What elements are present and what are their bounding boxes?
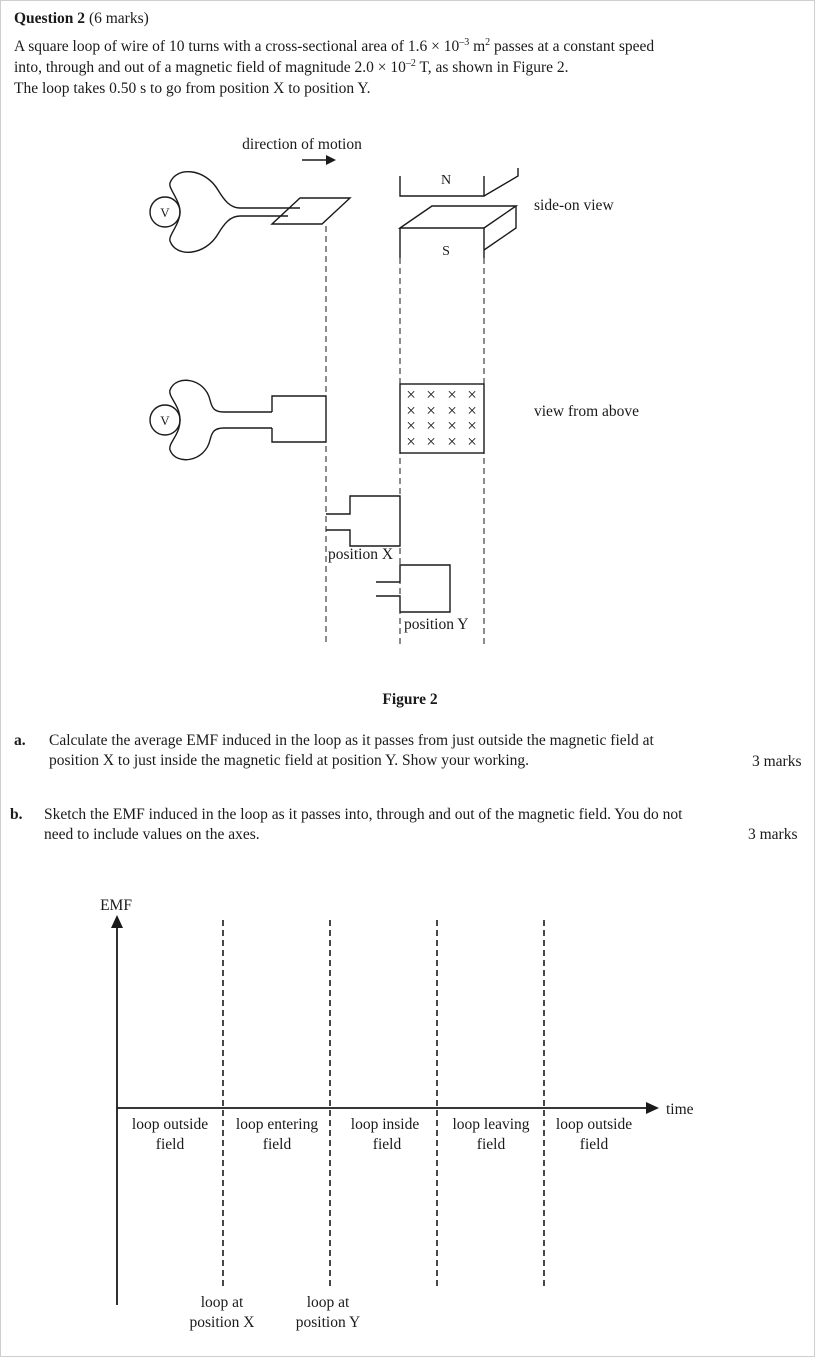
- magnet-south-side: [483, 206, 517, 251]
- magnet-north-depth: [483, 168, 519, 197]
- marker-x-line-1: loop at: [201, 1294, 244, 1311]
- region-2-line-2: field: [263, 1136, 292, 1153]
- intro-text-1: A square loop of wire of 10 turns with a…: [14, 38, 460, 56]
- question-marks: (6 marks): [88, 10, 149, 27]
- figure-2-diagram: ×××××××××××××××× direction of motion N S…: [149, 136, 639, 708]
- time-axis-label: time: [666, 1101, 694, 1118]
- field-cross-2-0: ×: [406, 416, 416, 435]
- south-label: S: [442, 244, 450, 259]
- field-cross-1-3: ×: [467, 401, 477, 420]
- field-cross-3-2: ×: [447, 432, 457, 451]
- field-cross-1-0: ×: [406, 401, 416, 420]
- north-label: N: [441, 173, 451, 188]
- intro-text-2: into, through and out of a magnetic fiel…: [14, 59, 406, 77]
- region-4-line-1: loop leaving: [452, 1116, 529, 1133]
- intro-exponent-1: –3: [459, 37, 470, 48]
- region-labels: loop outside field loop entering field l…: [132, 1116, 632, 1153]
- question-number: Question 2: [14, 10, 86, 27]
- voltmeter-top-wire-lower: [169, 211, 288, 254]
- side-view-label: side-on view: [534, 197, 614, 214]
- region-4-line-2: field: [477, 1136, 506, 1153]
- intro-line-2: into, through and out of a magnetic fiel…: [14, 54, 569, 78]
- intro-exponent-2: –2: [405, 58, 416, 69]
- field-cross-3-0: ×: [406, 432, 416, 451]
- field-crosses: ××××××××××××××××: [406, 385, 477, 451]
- region-3-line-1: loop inside: [351, 1116, 420, 1133]
- intro-text-2-end: T, as shown in Figure 2.: [415, 59, 569, 77]
- voltmeter-bottom-wire-lower: [169, 419, 272, 461]
- magnet-south-top: [397, 205, 519, 229]
- field-cross-0-0: ×: [406, 385, 416, 404]
- part-a-marks: 3 marks: [752, 753, 802, 770]
- time-axis-arrowhead: [646, 1102, 659, 1114]
- region-2-line-1: loop entering: [236, 1116, 318, 1133]
- position-x-label: position X: [328, 546, 393, 563]
- motion-arrowhead: [326, 155, 336, 165]
- intro-line-3: The loop takes 0.50 s to go from positio…: [14, 80, 371, 97]
- part-b-line-2: need to include values on the axes.: [44, 826, 260, 843]
- field-cross-2-2: ×: [447, 416, 457, 435]
- magnet-north: [399, 176, 485, 197]
- marker-y-line-1: loop at: [307, 1294, 350, 1311]
- field-cross-2-3: ×: [467, 416, 477, 435]
- intro-text-1-end: passes at a constant speed: [490, 38, 655, 56]
- figure-caption: Figure 2: [382, 691, 437, 708]
- region-3-line-2: field: [373, 1136, 402, 1153]
- voltmeter-top-wire: [169, 170, 300, 213]
- emf-axis-label: EMF: [100, 897, 132, 914]
- field-cross-3-1: ×: [426, 432, 436, 451]
- region-1-line-2: field: [156, 1136, 185, 1153]
- region-1-line-1: loop outside: [132, 1116, 208, 1133]
- field-cross-0-1: ×: [426, 385, 436, 404]
- voltmeter-top-label: V: [160, 205, 170, 220]
- field-cross-1-1: ×: [426, 401, 436, 420]
- marker-y-line-2: position Y: [296, 1314, 360, 1331]
- field-cross-2-1: ×: [426, 416, 436, 435]
- part-a-line-1: Calculate the average EMF induced in the…: [49, 732, 654, 749]
- region-5-line-2: field: [580, 1136, 609, 1153]
- field-cross-3-3: ×: [467, 432, 477, 451]
- voltmeter-bottom-label: V: [160, 413, 170, 428]
- marker-x-line-2: position X: [189, 1314, 254, 1331]
- field-cross-0-3: ×: [467, 385, 477, 404]
- intro-unit: m: [469, 38, 486, 56]
- top-view-label: view from above: [534, 403, 639, 420]
- part-b-letter: b.: [10, 806, 23, 823]
- loop-side-view: [270, 197, 352, 225]
- marker-labels: loop at position X loop at position Y: [189, 1294, 360, 1331]
- position-y-label: position Y: [404, 616, 468, 633]
- voltmeter-bottom-wire: [169, 379, 272, 421]
- emf-axis-arrowhead: [111, 915, 123, 928]
- loop-position-x: [326, 495, 401, 547]
- field-cross-0-2: ×: [447, 385, 457, 404]
- question-heading: Question 2 (6 marks): [14, 9, 149, 29]
- part-a-line-2: position X to just inside the magnetic f…: [49, 752, 530, 769]
- intro-line-1: A square loop of wire of 10 turns with a…: [14, 33, 654, 57]
- part-a-letter: a.: [14, 732, 26, 749]
- part-b-marks: 3 marks: [748, 826, 798, 843]
- region-5-line-1: loop outside: [556, 1116, 632, 1133]
- intro-unit-exponent: 2: [485, 37, 491, 48]
- motion-label: direction of motion: [242, 136, 362, 153]
- loop-position-y: [376, 564, 451, 613]
- loop-top-view: [271, 395, 327, 443]
- emf-graph: EMF time loop outside field loop enterin…: [100, 897, 694, 1331]
- field-cross-1-2: ×: [447, 401, 457, 420]
- part-b-line-1: Sketch the EMF induced in the loop as it…: [44, 806, 683, 823]
